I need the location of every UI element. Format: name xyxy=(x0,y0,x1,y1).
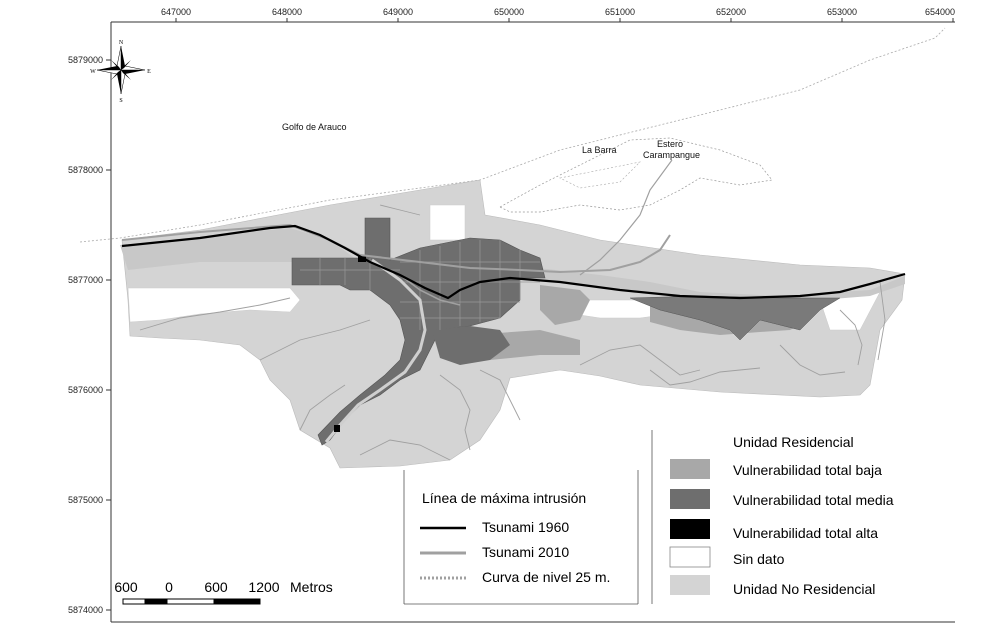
legend-label-tsunami-1960: Tsunami 1960 xyxy=(482,519,569,535)
compass-s: S xyxy=(119,98,122,104)
tsunami-1960-line xyxy=(121,224,906,300)
legend-swatch-no-residencial xyxy=(670,575,710,595)
y-tick-label: 5878000 xyxy=(68,165,103,175)
legend-swatch-baja xyxy=(670,459,710,479)
legend-label-sin-dato: Sin dato xyxy=(733,551,785,567)
scale-label-0: 0 xyxy=(165,579,173,595)
sandbar-outline xyxy=(559,161,641,189)
scale-bar: 600 0 600 1200 Metros xyxy=(114,579,333,605)
x-tick-label: 647000 xyxy=(161,7,191,17)
x-axis-ticks: 647000 648000 649000 650000 651000 65200… xyxy=(161,7,955,22)
sin-dato-strip-west xyxy=(127,287,301,323)
legend-label-alta: Vulnerabilidad total alta xyxy=(733,525,878,541)
x-tick-label: 648000 xyxy=(272,7,302,17)
sin-dato-block-north xyxy=(429,204,466,241)
y-tick-label: 5875000 xyxy=(68,495,103,505)
tsunami-2010-line xyxy=(121,223,671,274)
scale-label-1200: 1200 xyxy=(248,579,279,595)
y-axis-ticks: 5879000 5878000 5877000 5876000 5875000 … xyxy=(68,55,111,615)
coastline-dashed xyxy=(79,27,946,243)
river-channel xyxy=(324,258,427,443)
y-tick-label: 5874000 xyxy=(68,605,103,615)
tsunami-2010-line-inner xyxy=(399,274,461,306)
compass-e: E xyxy=(147,69,151,75)
compass-n: N xyxy=(119,40,124,46)
x-tick-label: 650000 xyxy=(494,7,524,17)
street-grid xyxy=(300,240,540,330)
y-tick-label: 5877000 xyxy=(68,275,103,285)
medium-vuln-east xyxy=(629,295,841,341)
compass-rose-icon: N S E W xyxy=(90,40,151,104)
scale-label-600-left: 600 xyxy=(114,579,138,595)
scale-unit: Metros xyxy=(290,579,333,595)
label-carampangue: Carampangue xyxy=(643,150,700,160)
medium-vuln-south xyxy=(432,326,510,365)
estero-stream xyxy=(579,159,673,276)
x-tick-label: 649000 xyxy=(383,7,413,17)
x-tick-label: 653000 xyxy=(827,7,857,17)
scale-label-600: 600 xyxy=(204,579,228,595)
legend-swatch-sin-dato xyxy=(669,546,711,568)
legend-label-tsunami-2010: Tsunami 2010 xyxy=(482,544,569,560)
label-golfo-de-arauco: Golfo de Arauco xyxy=(282,122,347,132)
y-tick-label: 5879000 xyxy=(68,55,103,65)
legend-units-title: Unidad Residencial xyxy=(733,434,854,450)
contour-lines xyxy=(139,204,886,461)
legend-swatch-media xyxy=(670,489,710,509)
label-estero: Estero xyxy=(657,139,683,149)
legend-lines-title: Línea de máxima intrusión xyxy=(422,490,586,506)
low-vuln-zone-1 xyxy=(540,285,590,325)
legend-label-contour: Curva de nivel 25 m. xyxy=(482,569,610,585)
x-tick-label: 651000 xyxy=(605,7,635,17)
x-tick-label: 652000 xyxy=(716,7,746,17)
legend-label-media: Vulnerabilidad total media xyxy=(733,492,894,508)
x-tick-label: 654000 xyxy=(925,7,955,17)
label-la-barra: La Barra xyxy=(582,145,617,155)
legend-intrusion-lines: Línea de máxima intrusión Tsunami 1960 T… xyxy=(403,470,639,605)
legend-swatch-alta xyxy=(670,519,710,539)
legend-label-no-residencial: Unidad No Residencial xyxy=(733,581,875,597)
y-tick-label: 5876000 xyxy=(68,385,103,395)
high-vuln-block-2 xyxy=(334,425,340,432)
estuary-outline xyxy=(499,137,773,213)
legend-residential-units: Unidad Residencial Vulnerabilidad total … xyxy=(651,430,894,604)
legend-label-baja: Vulnerabilidad total baja xyxy=(733,462,882,478)
compass-w: W xyxy=(90,69,96,75)
